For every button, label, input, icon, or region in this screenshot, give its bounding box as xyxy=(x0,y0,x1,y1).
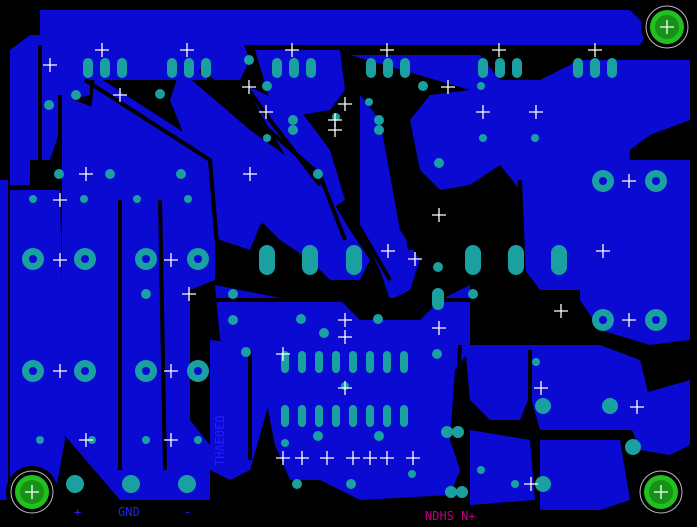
mounting-hole-top-right xyxy=(641,1,693,53)
label-plus-left: + xyxy=(74,505,81,519)
label-minus: - xyxy=(184,505,191,519)
mounting-hole-bottom-left xyxy=(6,466,58,518)
label-gnd: GND xyxy=(118,505,140,519)
vertical-text: ΤΗΛΕΘΕΩ xyxy=(213,415,227,466)
small-pads xyxy=(29,55,540,498)
pad-holes xyxy=(29,177,660,375)
clearance-lines xyxy=(29,45,602,471)
mounting-hole-bottom-right xyxy=(635,466,687,518)
label-shdn: NDHS N+ xyxy=(425,509,476,523)
oval-pads xyxy=(83,58,617,427)
